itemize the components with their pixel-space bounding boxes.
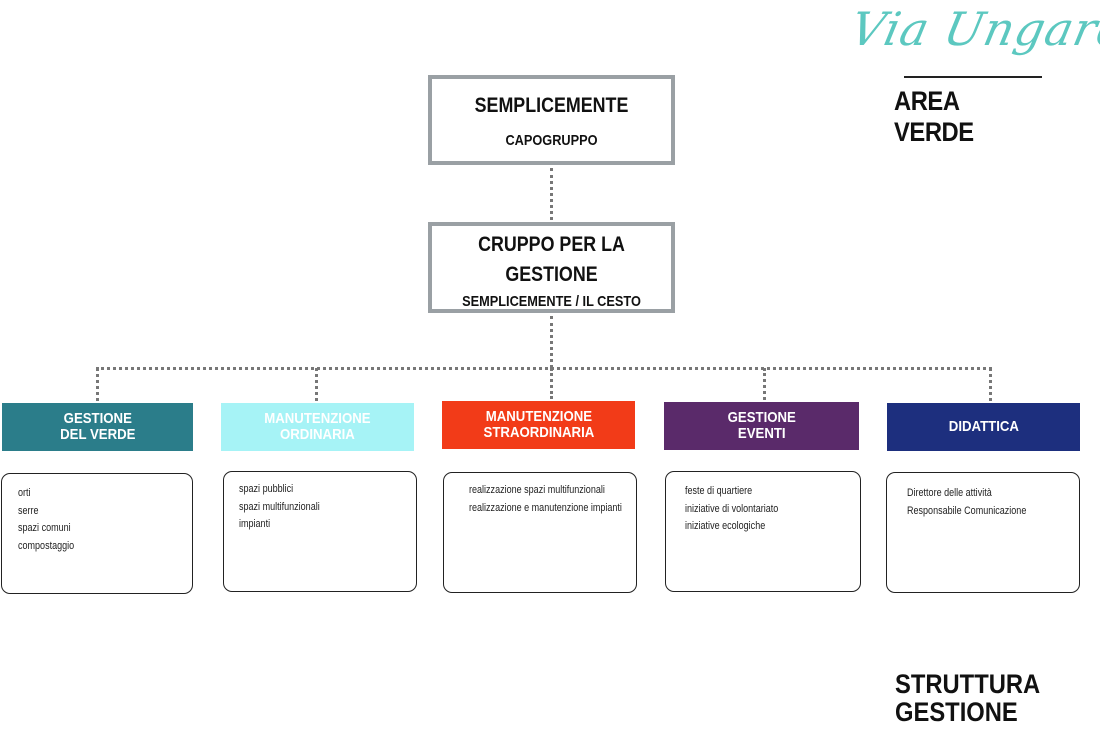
- detail-box-manutenzione-ordinaria: spazi pubblici spazi multifunzionali imp…: [223, 471, 417, 592]
- footer-line2: GESTIONE: [895, 697, 1018, 727]
- list-item: spazi pubblici: [239, 483, 294, 495]
- list-item: Direttore delle attività: [907, 487, 992, 499]
- list-item: spazi comuni: [18, 522, 71, 534]
- connector-top: [550, 168, 553, 220]
- category-line2: DEL VERDE: [59, 426, 136, 443]
- node-title-line2: GESTIONE: [505, 263, 598, 286]
- brand-subtitle: AREA VERDE: [894, 86, 974, 147]
- brand-divider: [904, 76, 1042, 78]
- node-capogruppo: SEMPLICEMENTE CAPOGRUPPO: [428, 75, 675, 165]
- connector-branch-3: [763, 368, 766, 400]
- list-item: realizzazione e manutenzione impianti: [469, 501, 622, 514]
- category-line1: GESTIONE: [63, 410, 132, 427]
- list-item: realizzazione spazi multifunzionali: [469, 484, 605, 496]
- node-subtitle: CAPOGRUPPO: [505, 132, 598, 149]
- category-line1: GESTIONE: [727, 409, 796, 426]
- category-line1: MANUTENZIONE: [264, 410, 371, 427]
- list-item: Responsabile Comunicazione: [907, 504, 1027, 517]
- category-line2: ORDINARIA: [280, 426, 355, 443]
- connector-branch-0: [96, 368, 99, 401]
- list-item: orti: [18, 487, 31, 499]
- connector-management: [550, 316, 553, 368]
- footer-title: STRUTTURA GESTIONE: [895, 669, 1041, 727]
- node-gruppo-gestione: CRUPPO PER LA GESTIONE SEMPLICEMENTE / I…: [428, 222, 675, 313]
- list-item: spazi multifunzionali: [239, 500, 320, 513]
- list-item: feste di quartiere: [685, 485, 753, 497]
- category-line1: DIDATTICA: [948, 418, 1019, 435]
- category-didattica: DIDATTICA: [887, 403, 1080, 451]
- list-item: serre: [18, 504, 39, 517]
- node-subtitle: SEMPLICEMENTE / IL CESTO: [462, 293, 641, 310]
- connector-branch-4: [989, 368, 992, 401]
- category-line1: MANUTENZIONE: [485, 408, 592, 425]
- category-line2: STRAORDINARIA: [483, 424, 594, 441]
- node-title-line1: CRUPPO PER LA: [478, 233, 625, 256]
- list-item: iniziative ecologiche: [685, 520, 766, 532]
- category-line2: EVENTI: [737, 425, 786, 442]
- list-item: iniziative di volontariato: [685, 502, 779, 515]
- connector-branch-1: [315, 368, 318, 401]
- list-item: impianti: [239, 518, 271, 530]
- detail-box-gestione-eventi: feste di quartiere iniziative di volonta…: [665, 471, 861, 592]
- connector-branch-2: [550, 368, 553, 399]
- node-title: SEMPLICEMENTE: [474, 94, 629, 117]
- brand-logo-script: Via Ungaretti: [845, 2, 1100, 56]
- detail-box-gestione-verde: orti serre spazi comuni compostaggio: [1, 473, 193, 594]
- list-item: compostaggio: [18, 539, 75, 552]
- footer-line1: STRUTTURA: [895, 669, 1041, 699]
- detail-box-didattica: Direttore delle attività Responsabile Co…: [886, 472, 1080, 593]
- connector-horizontal: [96, 367, 992, 370]
- detail-box-manutenzione-straordinaria: realizzazione spazi multifunzionali real…: [443, 472, 637, 593]
